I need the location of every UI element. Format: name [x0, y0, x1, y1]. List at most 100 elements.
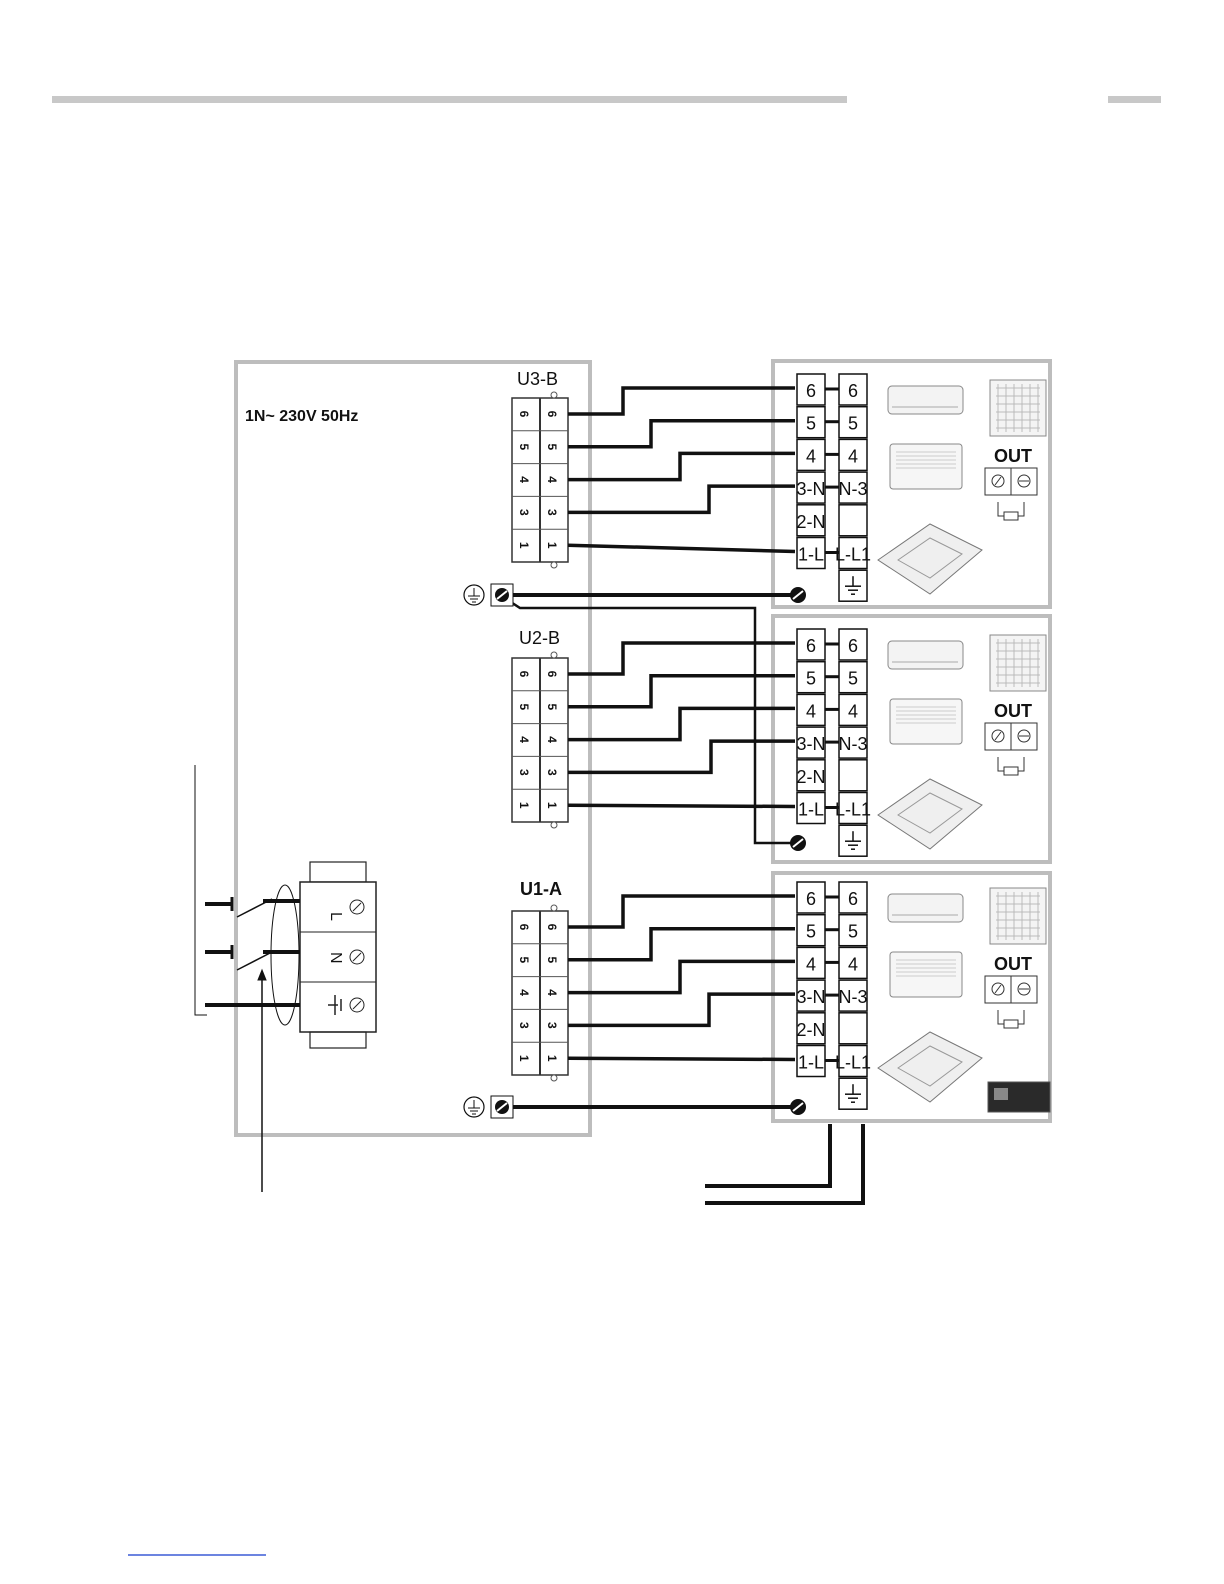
terminal-pin-label: 1	[545, 1055, 559, 1062]
terminal-pin-label: 6	[517, 924, 531, 931]
indoor-terminal-label: 4	[806, 954, 816, 974]
duct-unit-icon	[988, 1082, 1050, 1112]
indoor-terminal-label: 6	[806, 381, 816, 401]
out-label: OUT	[994, 954, 1032, 974]
signal-wire	[568, 929, 795, 960]
power-label-l: L	[327, 912, 344, 921]
terminal-pin-label: 1	[517, 542, 531, 549]
signal-wire	[568, 453, 795, 479]
signal-wire	[568, 805, 795, 806]
indoor-terminal-label: 3-N	[796, 479, 825, 499]
indoor-terminal-label: 6	[806, 636, 816, 656]
out-label: OUT	[994, 701, 1032, 721]
floor-console-unit-icon	[890, 699, 962, 744]
unit-label-u2: U2-B	[519, 628, 560, 648]
indoor-terminal-label: L-L1	[835, 800, 871, 820]
floor-console-unit-icon	[890, 952, 962, 997]
signal-wire	[568, 961, 795, 992]
indoor-terminal-label: 3-N	[796, 734, 825, 754]
unit-label-u3: U3-B	[517, 369, 558, 389]
indoor-terminal-label: 6	[848, 636, 858, 656]
terminal-pin-label: 6	[517, 671, 531, 678]
ventilation-grille-icon	[990, 635, 1046, 691]
mains-switch	[195, 765, 300, 1192]
ventilation-grille-icon	[990, 888, 1046, 944]
indoor-terminal-label: 5	[848, 414, 858, 434]
signal-wire	[568, 741, 795, 772]
terminal-pin-label: 5	[545, 956, 559, 963]
cassette-unit-icon	[878, 1032, 982, 1102]
out-label: OUT	[994, 446, 1032, 466]
indoor-terminal-label: 5	[806, 414, 816, 434]
terminal-pin-label: 6	[517, 411, 531, 418]
terminal-pin-label: 5	[517, 703, 531, 710]
cassette-unit-icon	[878, 779, 982, 849]
ground-icon	[464, 1096, 513, 1118]
indoor-terminal-label: 4	[848, 446, 858, 466]
terminal-pin-label: 3	[545, 769, 559, 776]
terminal-pin-label: 4	[545, 736, 559, 743]
signal-wire	[568, 545, 795, 551]
indoor-terminal-label: 1-L	[798, 1053, 824, 1073]
signal-wire	[568, 388, 795, 414]
power-label-n: N	[327, 952, 344, 964]
signal-wire	[568, 1058, 795, 1059]
indoor-terminal-label: 5	[848, 922, 858, 942]
terminal-pin-label: 6	[545, 671, 559, 678]
signal-wire	[568, 676, 795, 707]
indoor-terminal-label: 5	[848, 669, 858, 689]
indoor-terminal-label: 2-N	[796, 1020, 825, 1040]
indoor-terminal-label: 1-L	[798, 545, 824, 565]
indoor-terminal-label: 1-L	[798, 800, 824, 820]
terminal-pin-label: 1	[545, 802, 559, 809]
cassette-unit-icon	[878, 524, 982, 594]
wall-mounted-unit-icon	[888, 894, 963, 922]
terminal-pin-label: 5	[517, 956, 531, 963]
indoor-terminal-label: N-3	[838, 479, 867, 499]
indoor-terminal-label: 4	[806, 701, 816, 721]
terminal-pin-label: 3	[517, 509, 531, 516]
indoor-terminal-label: 6	[848, 889, 858, 909]
signal-wire	[568, 994, 795, 1025]
indoor-terminal-label: 6	[806, 889, 816, 909]
terminal-pin-label: 6	[545, 411, 559, 418]
indoor-terminal-label: 4	[848, 954, 858, 974]
indoor-terminal-label: 4	[848, 701, 858, 721]
terminal-pin-label: 4	[517, 476, 531, 483]
indoor-terminals: 6 6 5 5 4 4 3-N N-3 2-N 1-L L-L1 6 6 5 5 4 4 3-N N-3 2-N 1-L…	[796, 374, 871, 1109]
signal-wire	[568, 896, 795, 927]
terminal-pin-label: 5	[545, 443, 559, 450]
ventilation-grille-icon	[990, 380, 1046, 436]
floor-console-unit-icon	[890, 444, 962, 489]
terminal-pin-label: 4	[517, 736, 531, 743]
header-rule	[52, 96, 847, 103]
out-contact-icon	[985, 723, 1037, 775]
indoor-terminal-label: 5	[806, 922, 816, 942]
indoor-terminal-label: 3-N	[796, 987, 825, 1007]
indoor-terminal-label: L-L1	[835, 545, 871, 565]
signal-wire	[568, 486, 795, 512]
indoor-terminal-label: 5	[806, 669, 816, 689]
terminal-pin-label: 4	[545, 476, 559, 483]
communication-wires	[705, 1124, 863, 1203]
wall-mounted-unit-icon	[888, 641, 963, 669]
terminal-pin-label: 3	[545, 509, 559, 516]
terminal-pin-label: 4	[545, 989, 559, 996]
indoor-terminal-label: N-3	[838, 987, 867, 1007]
terminal-pin-label: 1	[517, 1055, 531, 1062]
terminal-pin-label: 1	[517, 802, 531, 809]
signal-wire	[568, 421, 795, 447]
wall-mounted-unit-icon	[888, 386, 963, 414]
ground-icon	[464, 584, 513, 606]
signal-wire	[568, 708, 795, 739]
terminal-pin-label: 3	[517, 769, 531, 776]
terminal-pin-label: 3	[545, 1022, 559, 1029]
signal-wires	[568, 388, 795, 1060]
terminal-pin-label: 4	[517, 989, 531, 996]
indoor-terminal-label: 6	[848, 381, 858, 401]
indoor-terminal-label: 2-N	[796, 512, 825, 532]
supply-label: 1N~ 230V 50Hz	[245, 408, 358, 425]
indoor-terminal-label: 4	[806, 446, 816, 466]
